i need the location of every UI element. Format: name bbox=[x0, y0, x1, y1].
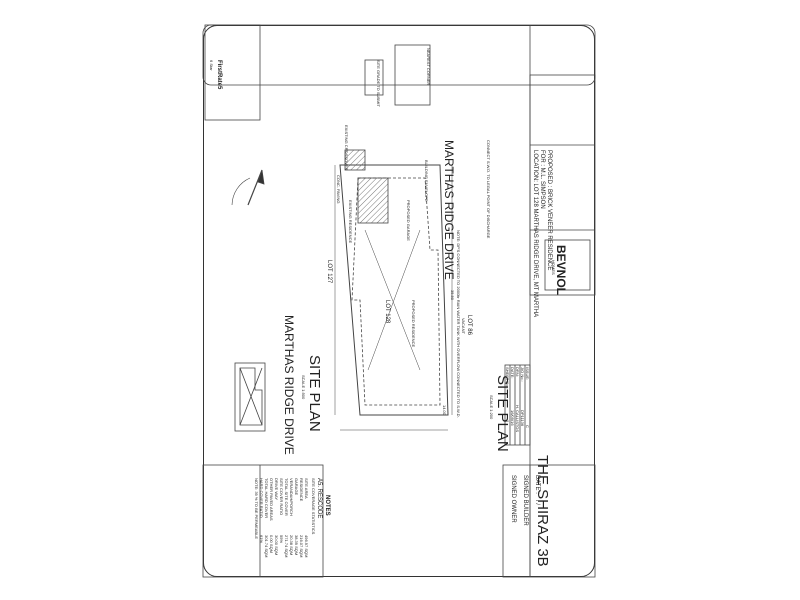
date-label: DATE : bbox=[534, 475, 540, 494]
firstrate-brand: FirstRate5 bbox=[216, 60, 222, 90]
rescode-row: OTHER PAVED AREAS bbox=[269, 478, 274, 521]
notes-heading: NOTES bbox=[324, 495, 330, 516]
rescode-row-value: 301.74 SQM bbox=[264, 535, 269, 558]
rescode-row-value: 0.00 SQM bbox=[269, 535, 274, 554]
nearest-corner-box bbox=[394, 44, 431, 106]
project-name: THE SHIRAZ 3B bbox=[534, 455, 551, 567]
lot-128: LOT 128 bbox=[384, 300, 390, 324]
rescode-row-value: 30.00 SQM bbox=[274, 535, 279, 556]
dim-3550: 35.50 bbox=[450, 290, 455, 301]
logo-area bbox=[544, 239, 591, 291]
date-value: / / bbox=[534, 500, 540, 506]
vacant: VACANT bbox=[461, 318, 466, 334]
conc-paving: CONC. PAVING bbox=[336, 175, 341, 204]
rescode-row: SITE COVER RATIO bbox=[279, 478, 284, 516]
north-arrow-graphic bbox=[231, 169, 265, 206]
small-site-plan bbox=[234, 362, 266, 432]
garage-hatch bbox=[357, 177, 389, 224]
rescode-row-value: 38.39 SQM bbox=[294, 535, 299, 556]
rescode-row-value: 496.97 SQM bbox=[304, 535, 309, 558]
rescode-row-value: 55% bbox=[279, 535, 284, 544]
proposed-residence: PROPOSED RESIDENCE bbox=[411, 300, 416, 348]
jobno-label: J/O No.: bbox=[520, 367, 525, 382]
proposed-garage: PROPOSED GARAGE bbox=[406, 200, 411, 241]
rescode-heading: A5. RESCODE bbox=[316, 478, 322, 519]
rescode-row-value: 216.07 SQM bbox=[299, 535, 304, 558]
rescode-sub: SITE COVERAGE STATISTICS bbox=[311, 478, 316, 535]
note-dps: NOTE: DP'S CONNECTED TO 2000ltr RAIN WAT… bbox=[456, 230, 461, 418]
issue-table bbox=[504, 364, 531, 446]
lot-86: LOT 86 bbox=[466, 315, 472, 335]
street-main: MARTHAS RIDGE DRIVE bbox=[442, 140, 456, 280]
small-site-plan-title: SITE PLAN bbox=[306, 355, 323, 432]
rescode-row: HARD COVER RATIO bbox=[259, 478, 264, 518]
rescode-row: VERANDAH/PORCH bbox=[289, 478, 294, 516]
existing-residence: EXISTING RESIDENCE bbox=[348, 200, 353, 244]
drawn-label: DRN: bbox=[515, 367, 520, 377]
rescode-row: TOTAL HARD COVER bbox=[264, 478, 269, 519]
company-name: BEVNOL bbox=[554, 245, 568, 296]
name-block bbox=[502, 464, 596, 578]
sheet-frame bbox=[203, 25, 595, 577]
main-site-plan-scale: SCALE 1:200 bbox=[489, 395, 494, 420]
main-site-plan-title: SITE PLAN bbox=[494, 375, 511, 452]
rescode-row-value: 20.38 SQM bbox=[289, 535, 294, 556]
building-envelope: BUILDING ENVELOPE bbox=[424, 160, 429, 202]
rescode-row-value: 271.74 SQM bbox=[284, 535, 289, 558]
rescode-block bbox=[202, 464, 324, 578]
jobno-value: DP11136 bbox=[520, 410, 525, 427]
note-connect: CONNECT S.W.D. TO LEGAL POINT OF DISCHAR… bbox=[486, 140, 491, 239]
rescode-row: TOTAL SITE COVER bbox=[284, 478, 289, 516]
firstrate-box bbox=[204, 24, 261, 121]
dim-1400: 14.00 bbox=[442, 405, 447, 416]
right-info-block bbox=[529, 74, 596, 296]
lot-boundary bbox=[339, 164, 449, 416]
company-sub: HOMES bbox=[551, 260, 556, 275]
drawn-value: H. CALLISTOS bbox=[515, 405, 520, 433]
signed-owner: SIGNED OWNER bbox=[510, 475, 516, 523]
rescode-row: GARAGE bbox=[294, 478, 299, 496]
firstrate-stars: 6 Star bbox=[209, 60, 214, 71]
nearest-corner: NEAREST CORNER bbox=[426, 48, 431, 86]
signed-builder: SIGNED BUILDER bbox=[522, 475, 528, 526]
street-small: MARTHAS RIDGE DRIVE bbox=[282, 315, 296, 455]
rescode-note: NOTE: 39 % TO BE PERMEABLE bbox=[254, 478, 259, 539]
rescode-row: DRIVE WAY bbox=[274, 478, 279, 501]
lot-127: LOT 127 bbox=[326, 260, 332, 284]
location: LOCATION: LOT 128 MARTHAS RIDGE DRIVE, M… bbox=[532, 150, 538, 318]
site-grade: SITE GRADE TO SUBMIT bbox=[376, 60, 381, 107]
issue-label: ISSUE: bbox=[525, 367, 530, 381]
rescode-row: SITE AREA bbox=[304, 478, 309, 499]
proposed-desc: PROPOSED : BRICK VENEER RESIDENCE bbox=[546, 150, 552, 271]
existing-crossover: EXISTING CROSSOVER bbox=[344, 125, 349, 171]
site-grade-box bbox=[364, 59, 384, 96]
building-outline bbox=[351, 177, 441, 406]
title-block-top bbox=[202, 24, 596, 86]
rescode-row-value: 61% bbox=[259, 535, 264, 544]
issue-value: C bbox=[525, 425, 530, 428]
rescode-row: RESIDENCE bbox=[299, 478, 304, 502]
small-site-plan-scale: SCALE 1:500 bbox=[301, 375, 306, 400]
crossover bbox=[344, 149, 366, 171]
for-label: FOR : M.L. SIMPSON bbox=[539, 150, 545, 209]
